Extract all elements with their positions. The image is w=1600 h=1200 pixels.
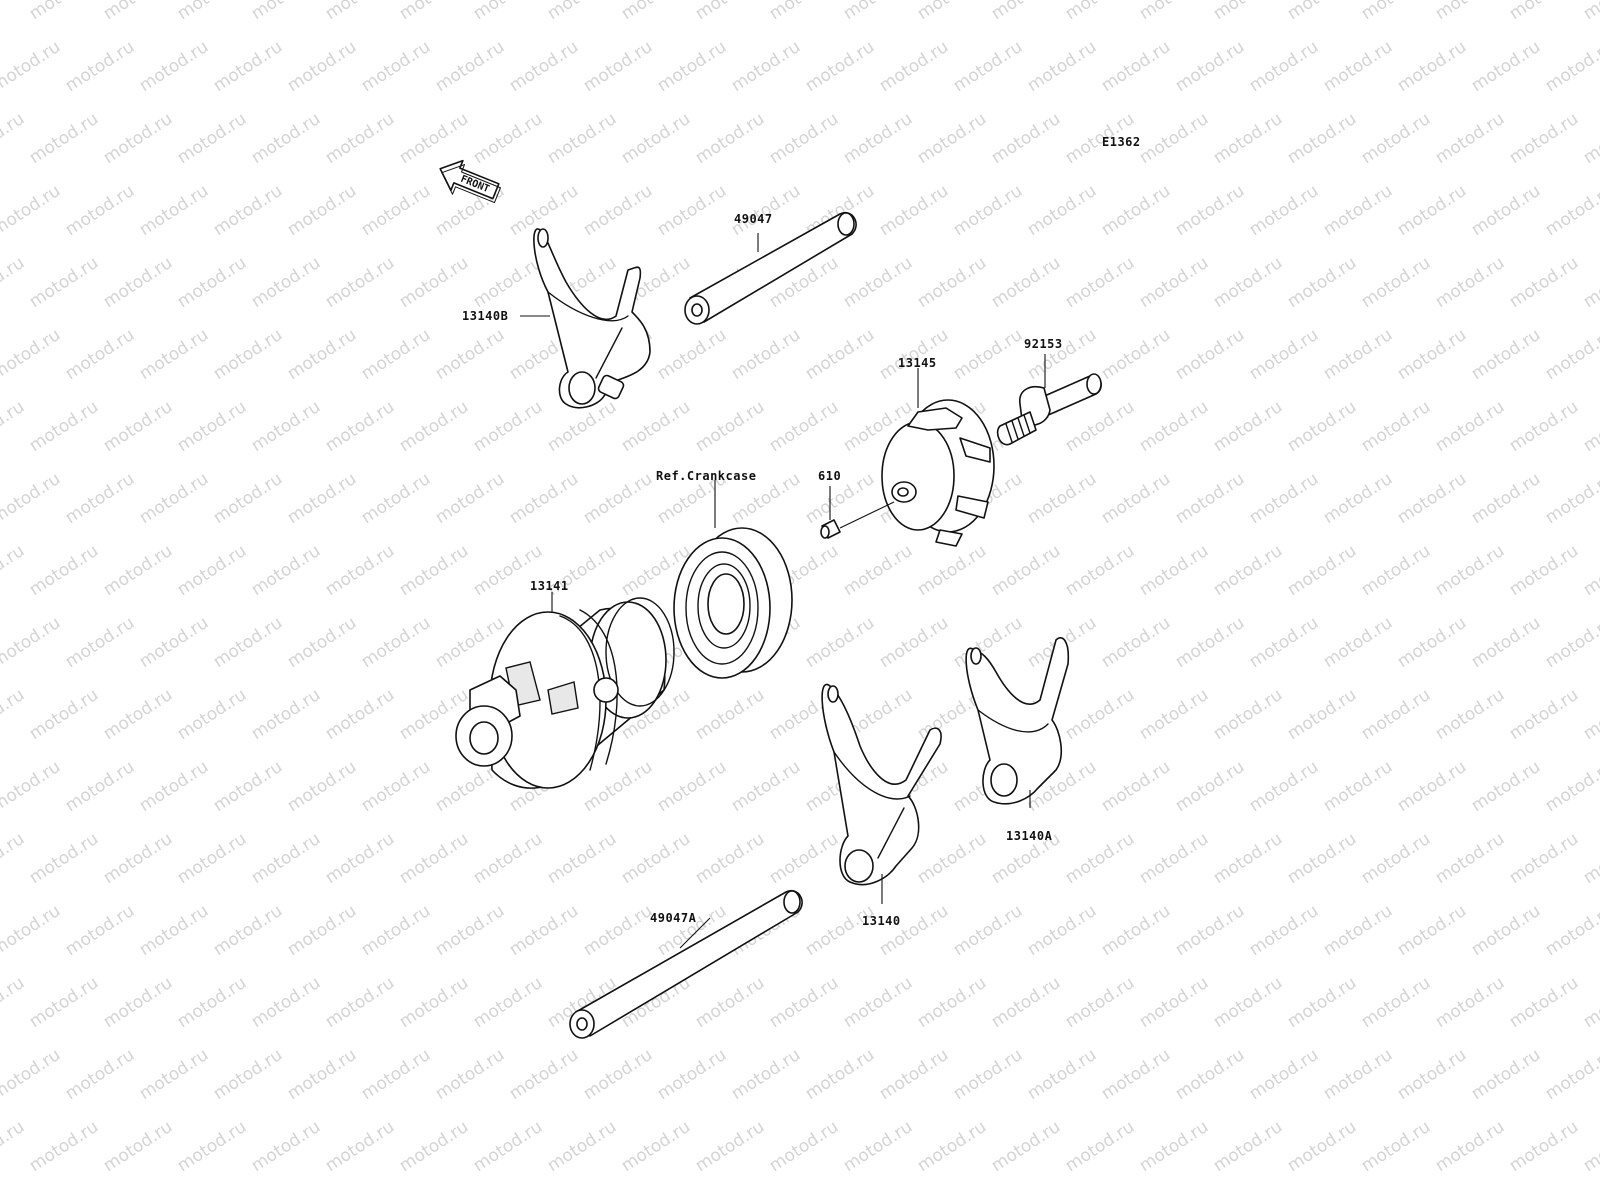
callout-ref-crankcase: Ref.Crankcase <box>656 469 756 483</box>
front-arrow-icon: FRONT <box>439 159 501 204</box>
shaft-49047a-part <box>569 889 803 1039</box>
shift-fork-b-part <box>533 228 651 409</box>
callout-13141: 13141 <box>530 579 569 593</box>
drum-operating-13145-part <box>881 399 995 547</box>
callout-13140: 13140 <box>862 914 901 928</box>
pin-610-part <box>820 519 841 539</box>
callout-92153: 92153 <box>1024 337 1063 351</box>
bolt-92153-part <box>996 373 1102 446</box>
shift-drum-13141-part <box>455 597 675 789</box>
callout-13140b: 13140B <box>462 309 508 323</box>
shaft-49047-part <box>684 211 857 325</box>
diagram-code: E1362 <box>1102 135 1141 149</box>
shift-fork-a-part <box>965 637 1070 805</box>
callout-49047: 49047 <box>734 212 773 226</box>
callout-13140a: 13140A <box>1006 829 1053 843</box>
callout-13145: 13145 <box>898 356 937 370</box>
leader-lines <box>520 233 1046 949</box>
callout-610: 610 <box>818 469 841 483</box>
callout-49047a: 49047A <box>650 911 697 925</box>
shift-fork-13140-part <box>821 683 942 886</box>
bearing-ref-crankcase-part <box>673 527 793 679</box>
